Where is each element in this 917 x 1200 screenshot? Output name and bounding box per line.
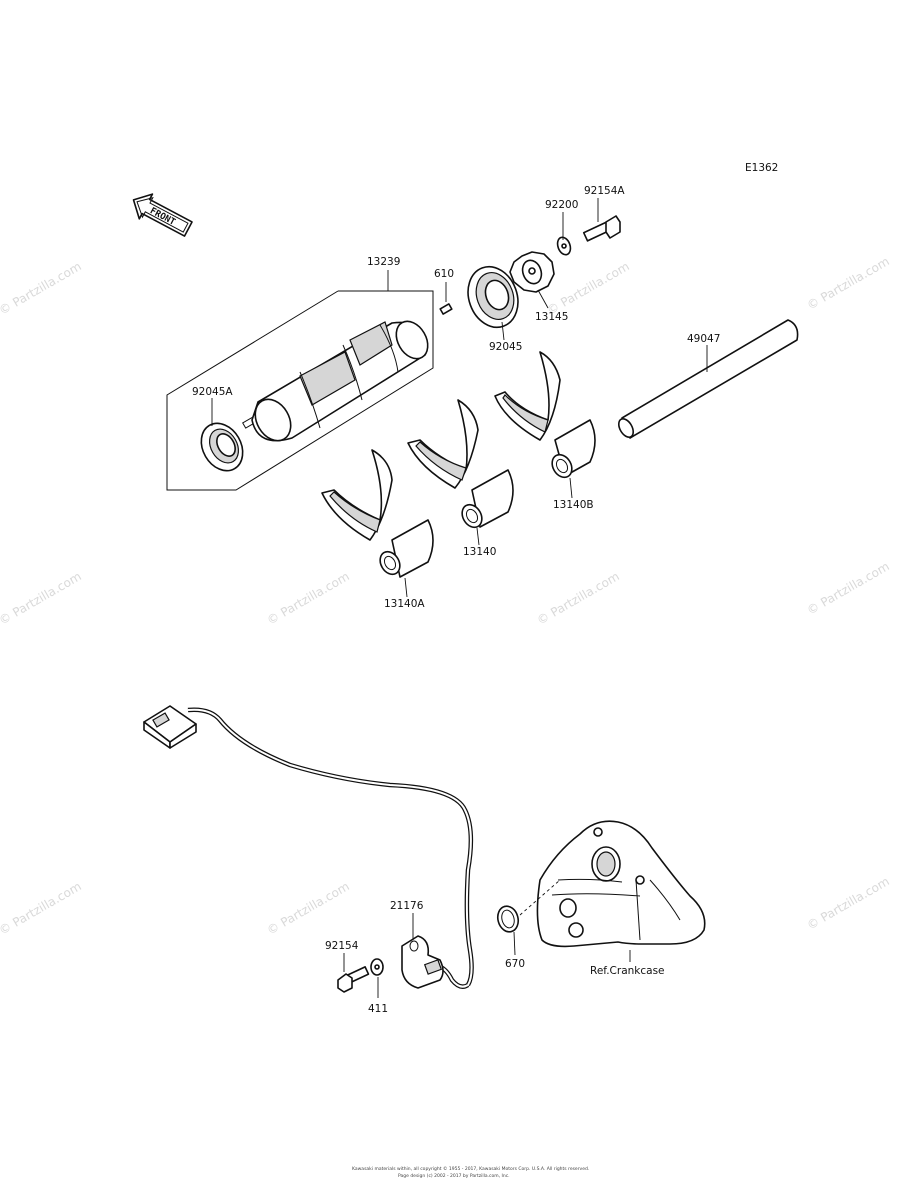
watermark: © Partzilla.com <box>265 879 352 937</box>
callout-92154: 92154 <box>325 940 359 952</box>
watermark: © Partzilla.com <box>265 569 352 627</box>
callout-670: 670 <box>505 958 525 970</box>
callout-21176: 21176 <box>390 900 424 912</box>
shift-fork <box>494 351 596 479</box>
bearing <box>467 265 519 329</box>
watermark: © Partzilla.com <box>0 259 84 317</box>
callout-92154A: 92154A <box>584 185 625 197</box>
watermark: © Partzilla.com <box>0 569 84 627</box>
shift-drum <box>242 320 429 442</box>
crankcase <box>536 820 706 948</box>
gear-position-sensor <box>401 935 444 989</box>
callout-92045A: 92045A <box>192 386 233 398</box>
bolt <box>582 215 621 242</box>
watermark: © Partzilla.com <box>0 879 84 937</box>
footer-copyright: Kawasaki materials within, all copyright… <box>352 1165 589 1172</box>
watermark: © Partzilla.com <box>545 259 632 317</box>
fork-shaft <box>617 319 799 439</box>
callout-ref-crankcase: Ref.Crankcase <box>590 965 665 977</box>
oil-seal <box>200 422 244 472</box>
callout-13140A: 13140A <box>384 598 425 610</box>
footer-design: Page design (c) 2002 - 2017 by Partzilla… <box>398 1173 510 1179</box>
bolt <box>337 966 370 993</box>
shift-fork <box>407 399 514 529</box>
watermark: © Partzilla.com <box>805 874 892 932</box>
callout-411: 411 <box>368 1003 388 1015</box>
callout-13140: 13140 <box>463 546 496 558</box>
leader-lines <box>343 879 631 998</box>
callout-49047: 49047 <box>687 333 720 345</box>
callout-92045: 92045 <box>489 341 522 353</box>
callout-610: 610 <box>434 268 454 280</box>
o-ring <box>496 905 520 933</box>
watermark: © Partzilla.com <box>535 569 622 627</box>
callouts: 92154A 92200 13239 610 13145 92045 49047… <box>192 185 720 1015</box>
front-arrow-icon: FRONT <box>132 193 193 237</box>
watermark: © Partzilla.com <box>805 254 892 312</box>
pin <box>439 303 453 315</box>
callout-92200: 92200 <box>545 199 578 211</box>
callout-13145: 13145 <box>535 311 568 323</box>
connector <box>143 705 197 749</box>
callout-13140B: 13140B <box>553 499 594 511</box>
assembly-bracket <box>166 290 434 491</box>
shift-fork <box>321 449 434 578</box>
leader-lines <box>211 198 708 598</box>
callout-13239: 13239 <box>367 256 400 268</box>
diagram-code: E1362 <box>745 162 778 174</box>
watermark: © Partzilla.com <box>805 559 892 617</box>
shift-cam <box>509 251 555 293</box>
